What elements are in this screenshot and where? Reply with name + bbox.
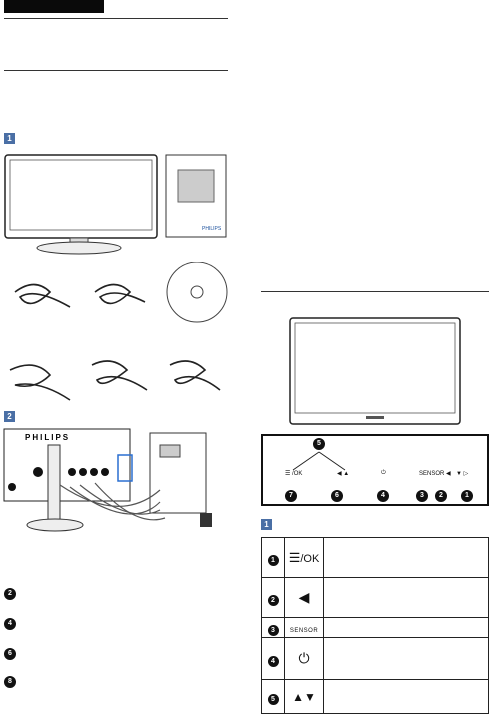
ok-label: /OK [300,552,320,565]
table-row: 1 ☰/OK [261,537,489,578]
table-row: 5 ▲▼ [261,679,489,714]
controls-table: 1 ☰/OK 2 ◀ 3 SENSOR 4 ⏻ 5 ▲▼ [261,537,489,714]
table-row: 3 SENSOR [261,617,489,638]
bezel-label-menu: ☰ /OK [285,471,303,477]
row-number: 4 [267,655,279,667]
section-header-tab [4,0,104,13]
row-number: 5 [267,693,279,705]
up-down-icon: ▲▼ [292,689,316,704]
right-section-rule [261,291,489,292]
monitor-front-illustration: PHILIPS [4,154,227,255]
step-marker-2: 2 [4,588,16,600]
row-number: 3 [267,624,279,636]
box-brand-text: PHILIPS [202,226,222,232]
bezel-num-4: 4 [377,490,389,502]
connection-diagram: PHILIPS [3,428,212,532]
bezel-num-3: 3 [416,490,428,502]
controls-figure-badge: 1 [261,519,272,530]
callout-5: 5 [313,438,325,450]
table-row: 2 ◀ [261,577,489,618]
figure-number-badge: 1 [4,133,15,144]
bezel-label-down: ▼ ▷ [456,471,469,477]
step-marker-6: 6 [4,648,16,660]
bezel-num-7: 7 [285,490,297,502]
monitor-back-brand: PHILIPS [25,433,70,442]
menu-icon: ☰ [288,549,301,565]
header-rule-bottom [4,70,228,71]
power-icon: ⏻ [298,649,310,666]
header-rule-top [4,18,228,19]
sensor-icon: SENSOR [289,627,319,634]
bezel-label-sensor: SENSOR ◀ [419,471,451,477]
row-number: 2 [267,594,279,606]
cables-row-1 [14,262,228,323]
callout-lines [292,451,346,471]
figure-number-badge-2: 2 [4,411,15,422]
bezel-button-panel: 5 ☰ /OK ◀ ▲ ⏻ SENSOR ◀ ▼ ▷ 7 6 4 3 2 1 [261,434,489,506]
table-row: 4 ⏻ [261,637,489,680]
bezel-label-leftup: ◀ ▲ [337,471,350,477]
step-marker-4: 4 [4,618,16,630]
monitor-front-right [289,317,461,425]
bezel-num-2: 2 [435,490,447,502]
left-arrow-icon: ◀ [298,588,310,605]
bezel-label-power: ⏻ [381,470,386,476]
bezel-num-1: 1 [461,490,473,502]
step-marker-8: 8 [4,676,16,688]
bezel-num-6: 6 [331,490,343,502]
row-number: 1 [267,554,279,566]
cables-row-2 [9,360,221,401]
